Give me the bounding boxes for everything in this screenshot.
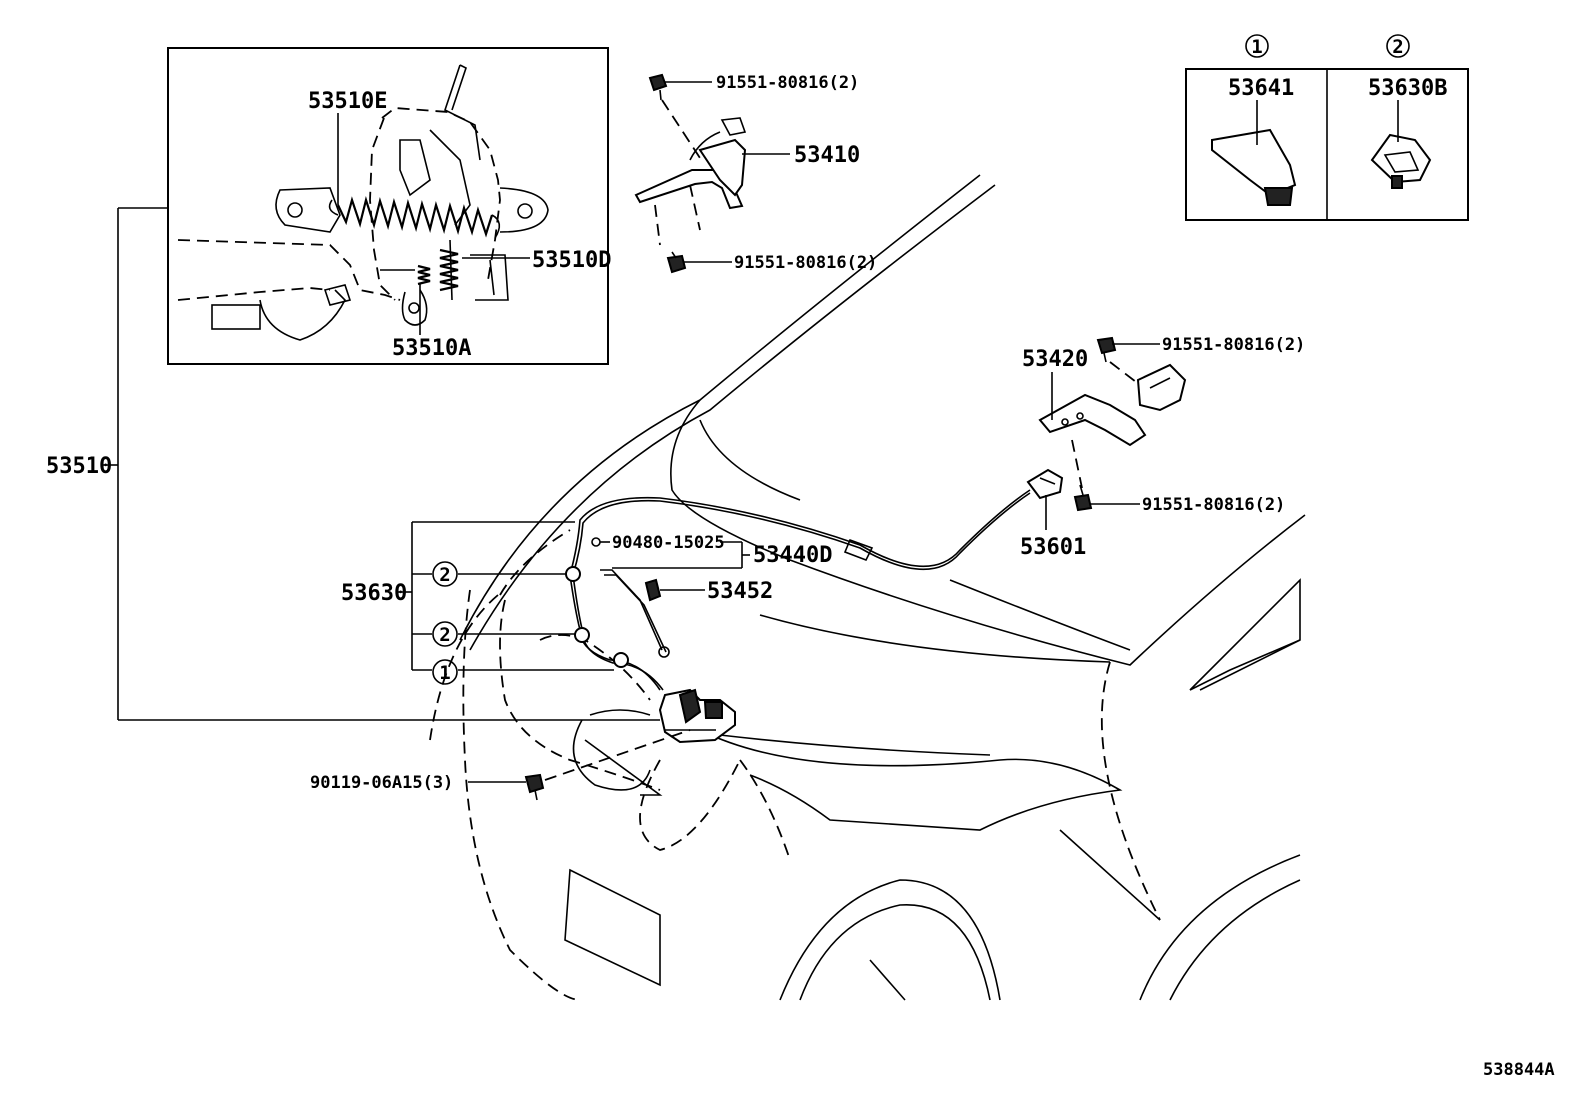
legend-marker-2: 2 (1392, 36, 1403, 58)
cable-clamps (565, 566, 629, 668)
release-cable (569, 489, 1031, 691)
grommet-part (644, 578, 662, 602)
label-bolt-top-2: 91551-80816(2) (734, 253, 877, 273)
part-labels: 53510 53510E 53510D 53510A 91551-80816(2… (46, 73, 1555, 1080)
label-90480: 90480-15025 (612, 533, 725, 553)
label-53440d: 53440D (753, 543, 832, 568)
label-53630b: 53630B (1368, 76, 1447, 101)
marker-1: 1 (439, 662, 450, 684)
label-bolt-top-1: 91551-80816(2) (716, 73, 859, 93)
label-53420: 53420 (1022, 347, 1088, 372)
support-rod-part (634, 73, 790, 274)
label-53410: 53410 (794, 143, 860, 168)
hinge-bracket-part (1026, 336, 1187, 530)
label-53601: 53601 (1020, 535, 1086, 560)
clamp-group-bracket (398, 521, 750, 783)
clip-legend (1185, 34, 1469, 221)
diagram-code: 538844A (1483, 1060, 1555, 1080)
label-53510: 53510 (46, 454, 112, 479)
label-90119: 90119-06A15(3) (310, 773, 453, 793)
label-53630: 53630 (341, 581, 407, 606)
label-bolt-right-2: 91551-80816(2) (1142, 495, 1285, 515)
clip-90480-part (591, 537, 601, 547)
label-53510a: 53510A (392, 336, 471, 361)
marker-2-upper: 2 (439, 564, 450, 586)
detail-inset (167, 47, 609, 365)
bolt-90119-part (524, 729, 691, 801)
label-bolt-right-1: 91551-80816(2) (1162, 335, 1305, 355)
label-53510d: 53510D (532, 248, 611, 273)
assembly-bracket (102, 207, 660, 721)
label-53452: 53452 (707, 579, 773, 604)
marker-2-lower: 2 (439, 624, 450, 646)
hood-lock-part (658, 688, 736, 744)
legend-marker-1: 1 (1251, 36, 1262, 58)
label-53641: 53641 (1228, 76, 1294, 101)
reference-markers: 2 2 1 1 2 (432, 36, 1404, 685)
label-53510e: 53510E (308, 89, 387, 114)
vehicle-body-outline (429, 174, 1306, 1001)
